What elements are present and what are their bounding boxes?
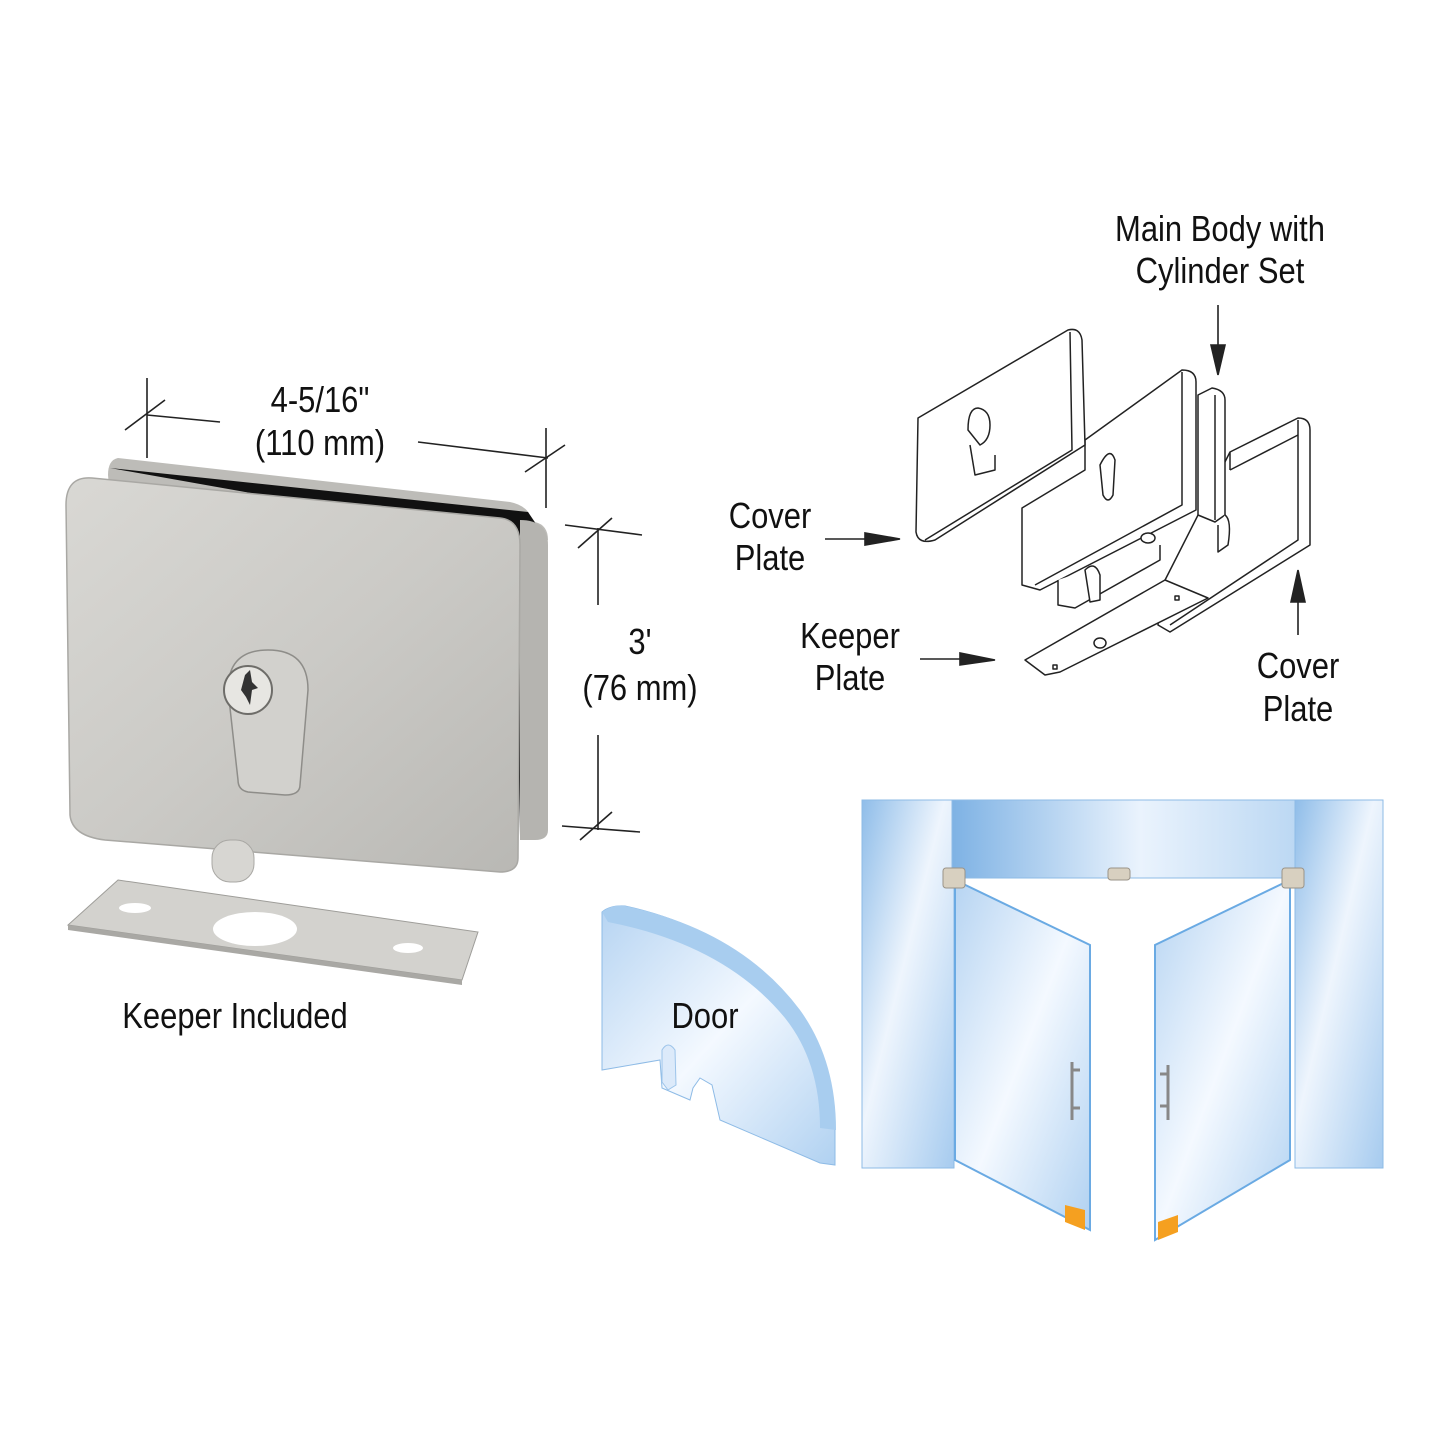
keeper-plate-photo [66,879,479,985]
glass-door-assembly [861,799,1384,1242]
cover-plate-left-line1: Cover [728,495,812,536]
top-pivot-left [942,867,966,889]
callout-arrows [825,305,1306,666]
top-pivot-center [1107,867,1131,881]
cover-plate-right-line2: Plate [1262,688,1334,729]
floor-lock-right [1158,1215,1178,1240]
exploded-view-drawing [915,328,1311,676]
keeper-included-caption: Keeper Included [122,995,348,1036]
door-label: Door [671,995,739,1036]
height-metric-label: (76 mm) [582,667,698,708]
width-metric-label: (110 mm) [254,422,386,463]
top-pivot-right [1281,867,1305,889]
keeper-plate-line2: Plate [814,657,886,698]
width-imperial-label: 4-5/16" [270,379,370,420]
lock-bolt [211,839,255,883]
cover-plate-right-line1: Cover [1256,645,1340,686]
height-imperial-label: 3' [628,621,652,662]
width-dimension-line [124,378,566,508]
height-dimension-line [561,517,643,841]
floor-lock-left [1065,1205,1085,1230]
door-glass-detail [601,905,836,1166]
main-body-label-line2: Cylinder Set [1135,250,1305,291]
cover-plate-left-line2: Plate [734,537,806,578]
lock-cylinder [223,649,309,796]
main-body-label-line1: Main Body with [1115,208,1325,249]
keeper-plate-line1: Keeper [800,615,900,656]
